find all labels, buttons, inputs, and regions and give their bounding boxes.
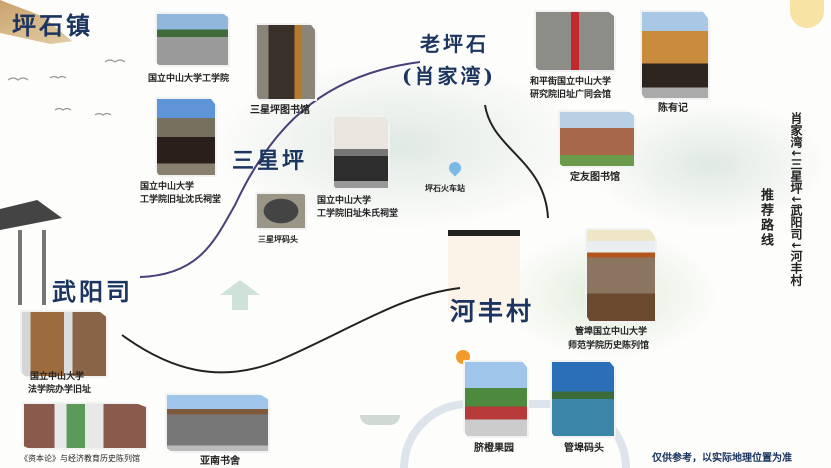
photo-orange-orchard[interactable] bbox=[463, 360, 529, 438]
area-title-heqing: 河丰村 bbox=[450, 297, 535, 326]
label-guanbu-pier: 管埠码头 bbox=[564, 443, 604, 454]
photo-zhu-ancestral-hall[interactable] bbox=[332, 115, 390, 190]
label-shen-1: 国立中山大学 bbox=[140, 182, 195, 192]
photo-chenyouji[interactable] bbox=[640, 10, 710, 100]
area-title-xiaojiawan: (肖家湾) bbox=[402, 64, 496, 88]
label-sxp-pier: 三星坪码头 bbox=[258, 235, 298, 244]
label-dingyou-library: 定友图书馆 bbox=[570, 172, 620, 183]
label-shifan-2: 师范学院历史陈列馆 bbox=[568, 341, 650, 351]
photo-shen-ancestral-hall[interactable] bbox=[155, 97, 217, 177]
label-chenyouji: 陈有记 bbox=[658, 103, 688, 114]
label-sxp-library: 三星坪图书馆 bbox=[250, 105, 310, 116]
photo-guanbu-pier[interactable] bbox=[550, 360, 616, 438]
label-zhu-2: 工学院旧址朱氏祠堂 bbox=[317, 209, 399, 219]
route-legend-label: 推荐路线 bbox=[758, 188, 773, 248]
route-legend-path: 肖家湾↓三星坪↓武阳司↓河丰村 bbox=[789, 112, 803, 287]
label-orange-orchard: 脐橙果园 bbox=[474, 443, 514, 454]
sun-icon bbox=[790, 0, 824, 28]
photo-guangtong[interactable] bbox=[534, 10, 616, 72]
town-title: 坪石镇 bbox=[12, 11, 93, 40]
label-guangtong-2: 研究院旧址广同会馆 bbox=[530, 90, 612, 100]
disclaimer: 仅供参考，以实际地理位置为准 bbox=[652, 453, 792, 464]
photo-faxueyuan[interactable] bbox=[20, 310, 108, 378]
photo-gongxueyuan[interactable] bbox=[155, 12, 230, 67]
label-guangtong-1: 和平街国立中山大学 bbox=[530, 77, 612, 87]
huizhou-gate-decor bbox=[448, 230, 520, 312]
pillar-decor bbox=[18, 230, 22, 305]
label-gongxueyuan: 国立中山大学工学院 bbox=[148, 74, 230, 84]
route-line-wuyangsi-heqing bbox=[121, 287, 461, 374]
label-zhu-1: 国立中山大学 bbox=[317, 196, 372, 206]
photo-sxp-pier[interactable] bbox=[255, 192, 307, 230]
photo-yanan-study[interactable] bbox=[165, 393, 270, 453]
pillar-decor bbox=[42, 230, 46, 305]
photo-sxp-library[interactable] bbox=[255, 23, 317, 101]
label-faxue-1: 国立中山大学 bbox=[30, 372, 85, 382]
label-station: 坪石火车站 bbox=[425, 184, 465, 193]
area-title-wuyangsi: 武阳司 bbox=[52, 277, 133, 306]
label-yanan-study: 亚南书舍 bbox=[200, 456, 240, 467]
birds-decor bbox=[7, 59, 126, 116]
area-title-sanxingping: 三星坪 bbox=[232, 148, 308, 174]
label-faxue-2: 法学院办学旧址 bbox=[28, 385, 92, 395]
route-line-wuyangsi-laopingshi bbox=[139, 61, 421, 278]
route-line-laopingshi-heqing bbox=[484, 104, 549, 219]
boat-decor bbox=[360, 415, 400, 425]
label-shen-2: 工学院旧址沈氏祠堂 bbox=[140, 195, 222, 205]
photo-dingyou-library[interactable] bbox=[558, 110, 636, 168]
label-capital-museum: 《资本论》与经济教育历史陈列馆 bbox=[20, 454, 140, 463]
label-shifan-1: 管埠国立中山大学 bbox=[575, 327, 648, 337]
area-title-laopingshi: 老坪石 bbox=[420, 32, 489, 56]
photo-shifan-museum[interactable] bbox=[585, 228, 657, 323]
photo-capital-museum[interactable] bbox=[22, 402, 148, 450]
